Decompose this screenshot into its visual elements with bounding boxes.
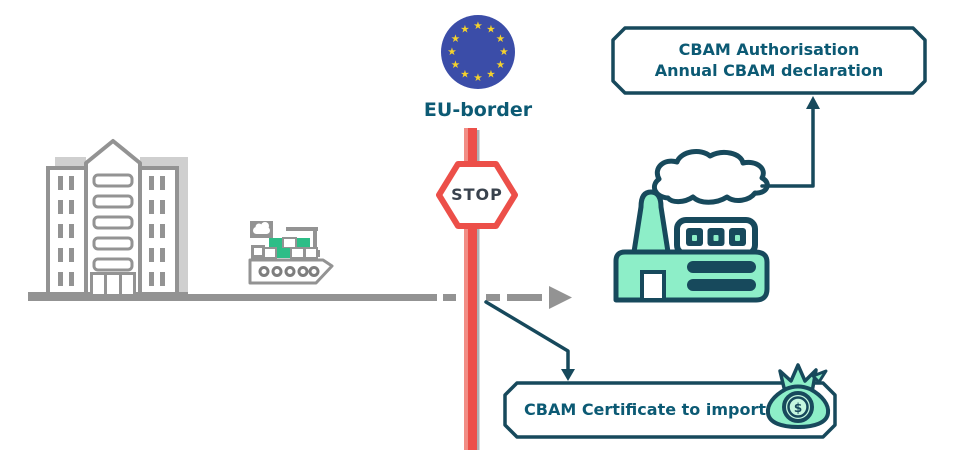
eu-flag-icon: ★ ★ ★ ★ ★ ★ ★ ★ ★ ★ ★ ★ xyxy=(441,15,515,89)
stop-sign-icon xyxy=(436,161,518,229)
money-bag-icon: $ xyxy=(765,363,831,429)
portholes xyxy=(258,266,320,277)
certificate-box xyxy=(503,381,837,439)
stop-sign-label: STOP xyxy=(451,184,503,204)
dollar-symbol: $ xyxy=(794,401,802,415)
flag-star: ★ xyxy=(486,24,495,36)
authorization-box-text: CBAM Authorisation Annual CBAM declarati… xyxy=(613,28,925,93)
authorization-line2: Annual CBAM declaration xyxy=(654,60,884,80)
authorization-box xyxy=(611,26,927,95)
flag-star: ★ xyxy=(496,33,505,45)
eu-border-label: EU-border xyxy=(423,99,533,121)
factory-icon xyxy=(613,148,770,303)
office-building-icon xyxy=(28,139,188,301)
arrow-down-icon xyxy=(561,369,575,381)
flag-star: ★ xyxy=(460,69,469,81)
flag-star: ★ xyxy=(496,59,505,71)
building-windows xyxy=(58,176,165,286)
arrow-up-icon xyxy=(806,96,820,109)
flag-star: ★ xyxy=(499,46,508,58)
factory-door xyxy=(640,270,666,302)
flag-star: ★ xyxy=(486,69,495,81)
chimney xyxy=(631,189,671,255)
containers xyxy=(262,237,318,259)
smoke-cloud-icon xyxy=(651,148,770,205)
authorization-connector xyxy=(760,96,820,188)
flag-star: ★ xyxy=(451,59,460,71)
cargo-ship-icon xyxy=(248,221,334,285)
border-line xyxy=(464,128,480,450)
flag-star: ★ xyxy=(451,33,460,45)
ground-line xyxy=(30,286,572,309)
arrow-right-icon xyxy=(549,286,572,309)
flag-star: ★ xyxy=(473,72,482,84)
certificate-box-label: CBAM Certificate to import xyxy=(524,399,766,419)
flag-star: ★ xyxy=(447,46,456,58)
flag-star: ★ xyxy=(460,24,469,36)
cloud-sticker-icon xyxy=(253,222,270,234)
certificate-connector xyxy=(484,300,575,381)
authorization-line1: CBAM Authorisation xyxy=(678,39,860,59)
flag-star: ★ xyxy=(473,20,482,32)
crane-icon xyxy=(286,227,318,250)
